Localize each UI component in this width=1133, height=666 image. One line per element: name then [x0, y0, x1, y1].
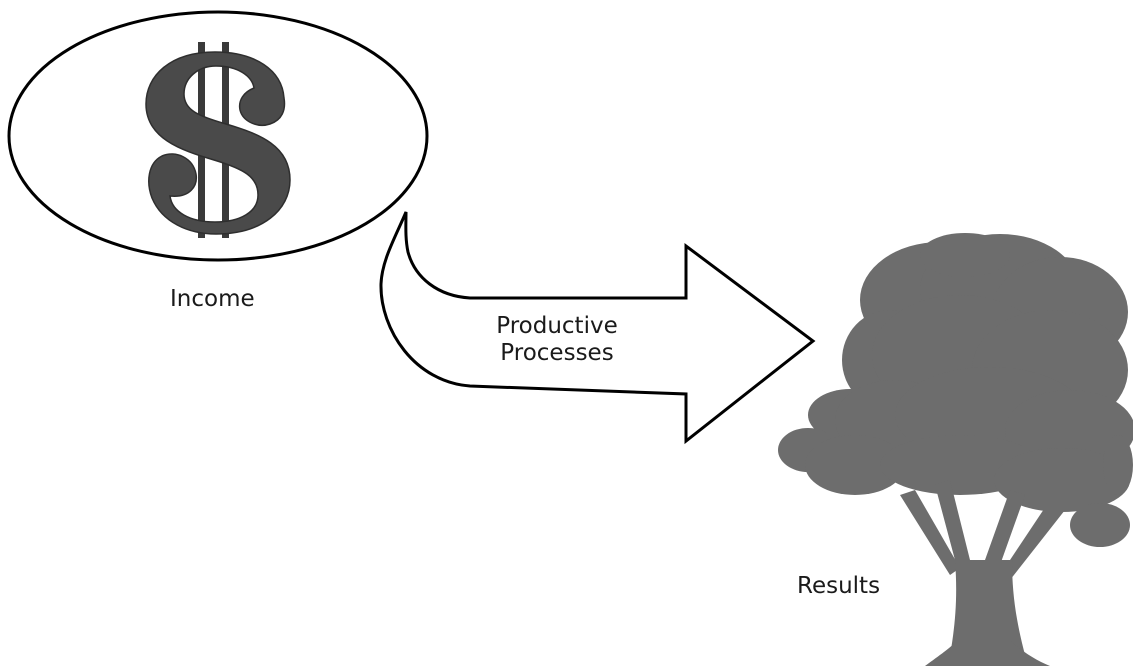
process-label: Productive Processes [467, 313, 647, 367]
curved-arrow-icon [379, 211, 816, 445]
process-label-line1: Productive [496, 313, 618, 339]
results-label: Results [797, 573, 881, 599]
tree-icon [778, 233, 1133, 666]
income-label: Income [170, 286, 255, 312]
dollar-sign-icon [145, 42, 291, 238]
process-label-line2: Processes [500, 340, 614, 366]
